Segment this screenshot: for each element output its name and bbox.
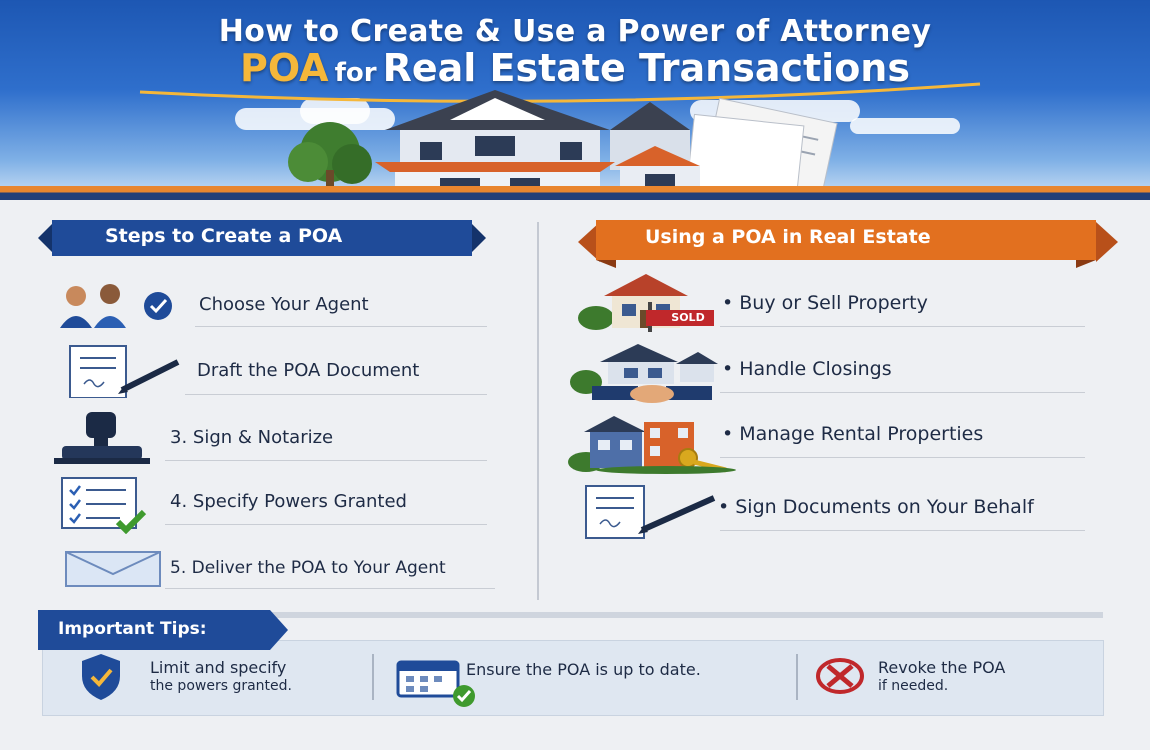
title-swoosh xyxy=(139,82,981,103)
tip-1-line-2: the powers granted. xyxy=(150,678,292,694)
tips-box xyxy=(42,640,1104,716)
tip-2-line-1: Ensure the POA is up to date. xyxy=(466,660,701,679)
divider xyxy=(720,392,1085,393)
hero-banner: How to Create & Use a Power of Attorney … xyxy=(0,0,1150,200)
envelope-icon xyxy=(65,551,161,587)
cloud xyxy=(850,118,960,134)
title-for: for xyxy=(334,58,377,88)
divider xyxy=(720,326,1085,327)
tip-3-line-2: if needed. xyxy=(878,678,949,694)
title-poa: POA xyxy=(240,46,329,90)
tip-2-text: Ensure the POA is up to date. xyxy=(466,660,701,679)
tip-3-line-1: Revoke the POA xyxy=(878,658,1006,677)
use-1-label: • Buy or Sell Property xyxy=(722,292,928,314)
uses-ribbon xyxy=(578,220,1118,268)
title-line-1: How to Create & Use a Power of Attorney xyxy=(218,14,932,49)
title-rest: Real Estate Transactions xyxy=(382,46,910,90)
divider xyxy=(720,457,1085,458)
revoke-x-icon xyxy=(816,658,864,694)
step-3-label: 3. Sign & Notarize xyxy=(170,427,334,448)
rental-keys-icon xyxy=(568,416,736,474)
hero-ground-stripe xyxy=(0,186,1150,200)
steps-title: Steps to Create a POA xyxy=(105,225,343,247)
handshake-house-icon xyxy=(570,344,718,403)
use-3-label: • Manage Rental Properties xyxy=(722,423,984,445)
calendar-check-icon xyxy=(396,660,475,707)
tips-ribbon xyxy=(38,610,288,650)
tip-3-text: Revoke the POA if needed. xyxy=(878,658,1005,696)
tip-separator xyxy=(372,654,374,700)
use-2-label: • Handle Closings xyxy=(722,358,892,380)
divider xyxy=(185,394,487,395)
divider xyxy=(720,530,1085,531)
notary-stamp-icon xyxy=(54,412,150,464)
panel-divider xyxy=(537,222,539,600)
house-illustration-icon xyxy=(288,90,838,200)
steps-ribbon xyxy=(38,220,486,256)
use-4-label: • Sign Documents on Your Behalf xyxy=(718,496,1034,518)
agents-check-icon xyxy=(60,284,172,328)
divider xyxy=(165,460,487,461)
tip-1-text: Limit and specify the powers granted. xyxy=(150,658,292,696)
uses-title: Using a POA in Real Estate xyxy=(645,226,931,248)
tip-separator xyxy=(796,654,798,700)
tip-1-line-1: Limit and specify xyxy=(150,658,287,677)
tips-bar xyxy=(38,612,1103,618)
divider xyxy=(165,524,487,525)
house-sold-icon xyxy=(578,274,714,332)
document-pen-icon xyxy=(585,485,716,539)
step-2-label: Draft the POA Document xyxy=(197,360,420,381)
step-5-label: 5. Deliver the POA to Your Agent xyxy=(170,558,446,578)
divider xyxy=(195,326,487,327)
document-pen-icon xyxy=(69,345,180,398)
shield-check-icon xyxy=(82,654,120,700)
step-1-label: Choose Your Agent xyxy=(199,294,369,315)
cloud xyxy=(300,98,370,124)
divider xyxy=(165,588,495,589)
checklist-icon xyxy=(61,477,147,534)
sold-sign-text: SOLD xyxy=(671,311,705,324)
tips-title: Important Tips: xyxy=(58,619,207,639)
step-4-label: 4. Specify Powers Granted xyxy=(170,491,407,512)
